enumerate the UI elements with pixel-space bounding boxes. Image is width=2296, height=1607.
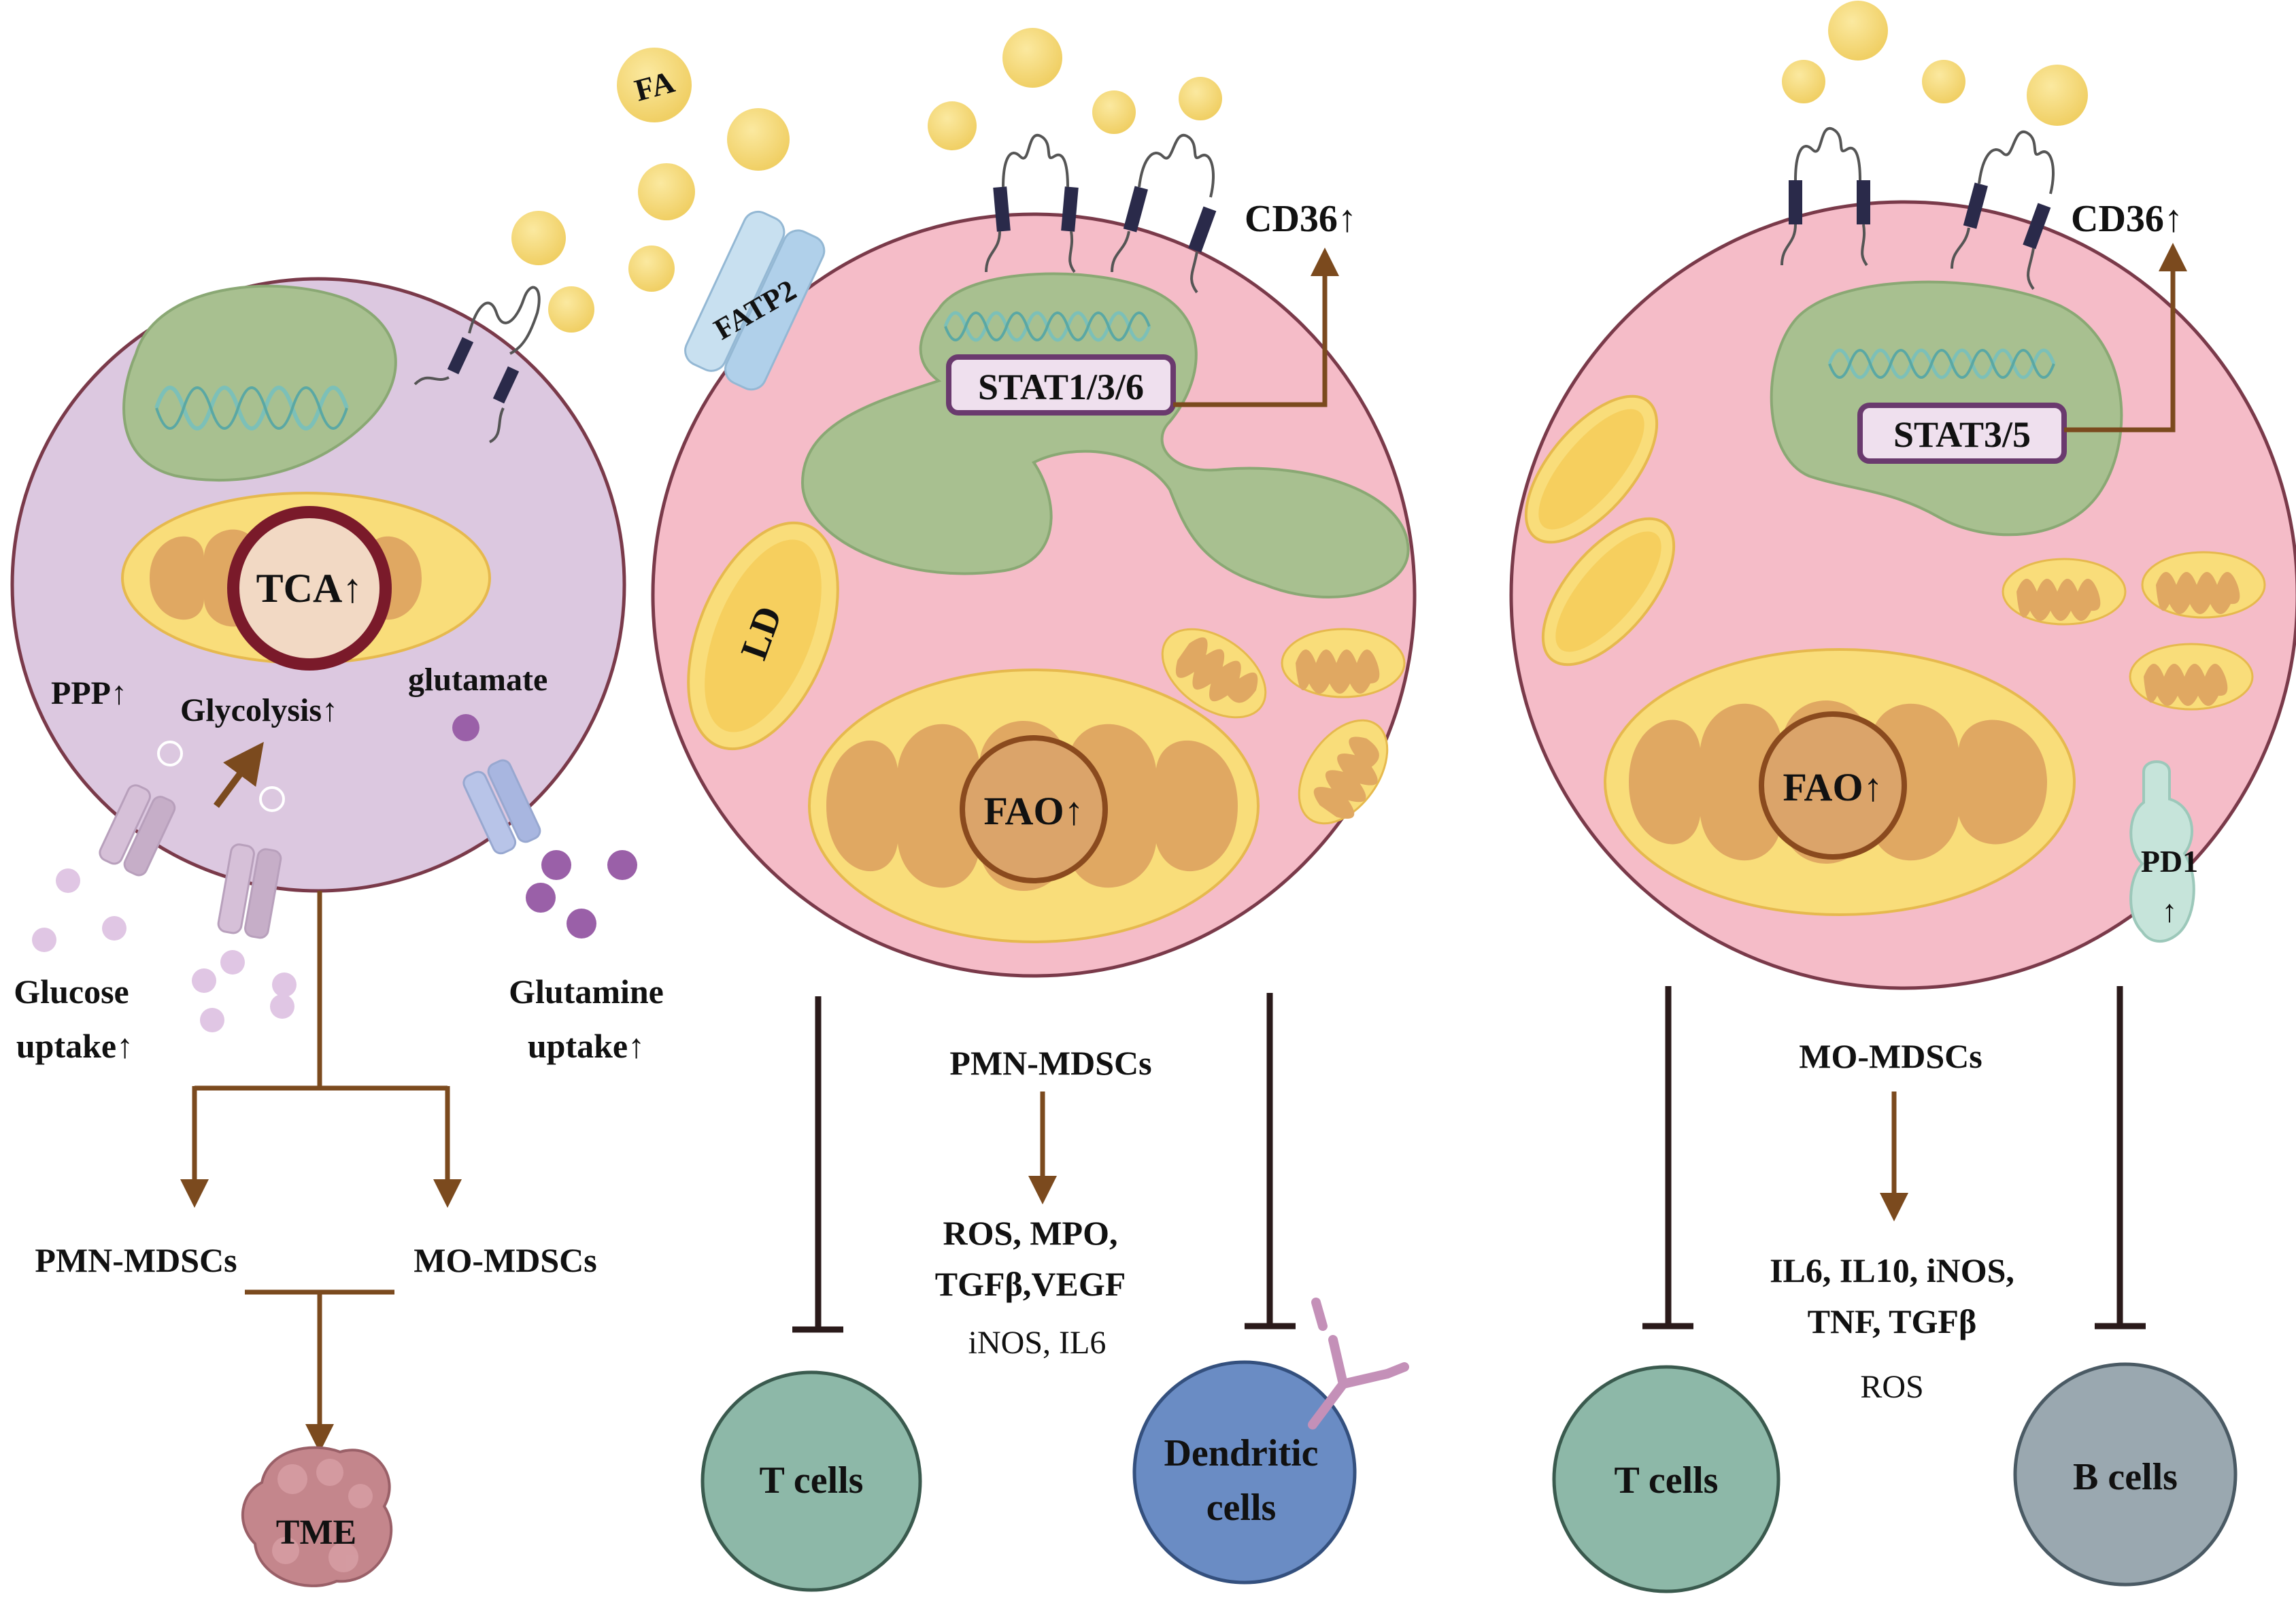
glutamine-transporter [462, 759, 541, 855]
glutamine-dots [526, 850, 637, 938]
right-out-line1: IL6, IL10, iNOS, [1770, 1251, 2014, 1289]
stat-mid-arrow [1173, 248, 1339, 407]
pd1-receptor [2129, 760, 2195, 943]
stat-right-arrow [2064, 243, 2187, 433]
glycolysis-label: Glycolysis↑ [180, 692, 338, 728]
fao-mid-ring [960, 735, 1108, 883]
glucose-uptake-line2: uptake↑ [16, 1027, 133, 1065]
middle-cd36-receptors [985, 133, 1217, 294]
glutamate-label: glutamate [408, 662, 547, 698]
right-small-mitochondria [2002, 551, 2266, 711]
glycolysis-arrow [213, 741, 264, 808]
fa-dot-label [617, 48, 692, 122]
middle-cell-group: FATP2 STAT1/3/6 CD36↑ LD FAO↑ [651, 133, 1417, 1592]
mid-title-label: PMN-MDSCs [949, 1044, 1151, 1082]
glucose-dots [32, 868, 297, 1032]
bcell-label: B cells [2073, 1456, 2178, 1498]
glucose-transporter-2 [217, 843, 282, 939]
middle-small-mitochondria [1161, 628, 1406, 825]
left-receptor [468, 286, 541, 355]
right-out-line3: ROS [1860, 1369, 1923, 1405]
pd1-arrow-label: ↑ [2162, 894, 2178, 928]
tca-label: TCA↑ [256, 566, 363, 611]
tcell-middle [700, 1370, 922, 1592]
left-mo-label: MO-MDSCs [413, 1241, 596, 1279]
pd1-label: PD1 [2141, 844, 2198, 879]
stat-mid-label: STAT1/3/6 [978, 367, 1144, 407]
tcell-right-label: T cells [1615, 1459, 1719, 1502]
stat-right-label: STAT3/5 [1893, 414, 2031, 455]
left-nucleus [122, 284, 397, 482]
left-dna-strand [154, 386, 349, 430]
glucose-transporter-1 [99, 784, 176, 877]
right-inhibition-lines [1642, 986, 2146, 1330]
stat-right-box [1857, 403, 2067, 464]
mid-out-line2: TGFβ,VEGF [935, 1265, 1126, 1303]
tcell-middle-label: T cells [760, 1459, 864, 1502]
stat-mid-box [946, 354, 1176, 416]
tcell-right [1552, 1365, 1780, 1593]
right-cd36-receptors [1780, 126, 2055, 290]
dendritic-line1: Dendritic [1164, 1432, 1318, 1474]
mid-out-line3: iNOS, IL6 [968, 1325, 1107, 1361]
right-out-line2: TNF, TGFβ [1808, 1302, 1977, 1340]
glucose-uptake-line1: Glucose [14, 972, 129, 1011]
glutamine-uptake-line2: uptake↑ [528, 1027, 645, 1065]
fao-right-label: FAO↑ [1783, 765, 1883, 809]
ppp-label: PPP↑ [51, 675, 127, 711]
left-branch-arrows [180, 891, 462, 1453]
dendritic-cell [1132, 1360, 1357, 1585]
middle-nucleus [800, 272, 1410, 598]
glutamine-uptake-line1: Glutamine [509, 972, 664, 1011]
cd36-right-label: CD36↑ [2071, 198, 2183, 240]
right-title-label: MO-MDSCs [1799, 1037, 1982, 1075]
antibody-icon [1308, 1298, 1409, 1430]
left-pmn-label: PMN-MDSCs [35, 1241, 237, 1279]
dendritic-line2: cells [1206, 1487, 1277, 1529]
right-cell-group: CD36↑ STAT3/5 FAO↑ PD1 ↑ [1509, 126, 2296, 1593]
middle-inhibition-lines [792, 993, 1296, 1333]
left-dna-strand2 [155, 386, 348, 430]
bcell [2013, 1362, 2238, 1587]
tme-label: TME [276, 1513, 356, 1552]
tca-ring [227, 506, 392, 671]
left-cell-group: TCA↑ PPP↑ Glycolysis↑ glutamate [10, 277, 664, 1587]
cd36-mid-label: CD36↑ [1245, 198, 1357, 240]
fao-right-ring [1759, 711, 1907, 860]
mid-out-line1: ROS, MPO, [943, 1214, 1118, 1252]
fatp2-transporter [684, 210, 826, 391]
fao-mid-label: FAO↑ [983, 789, 1083, 833]
